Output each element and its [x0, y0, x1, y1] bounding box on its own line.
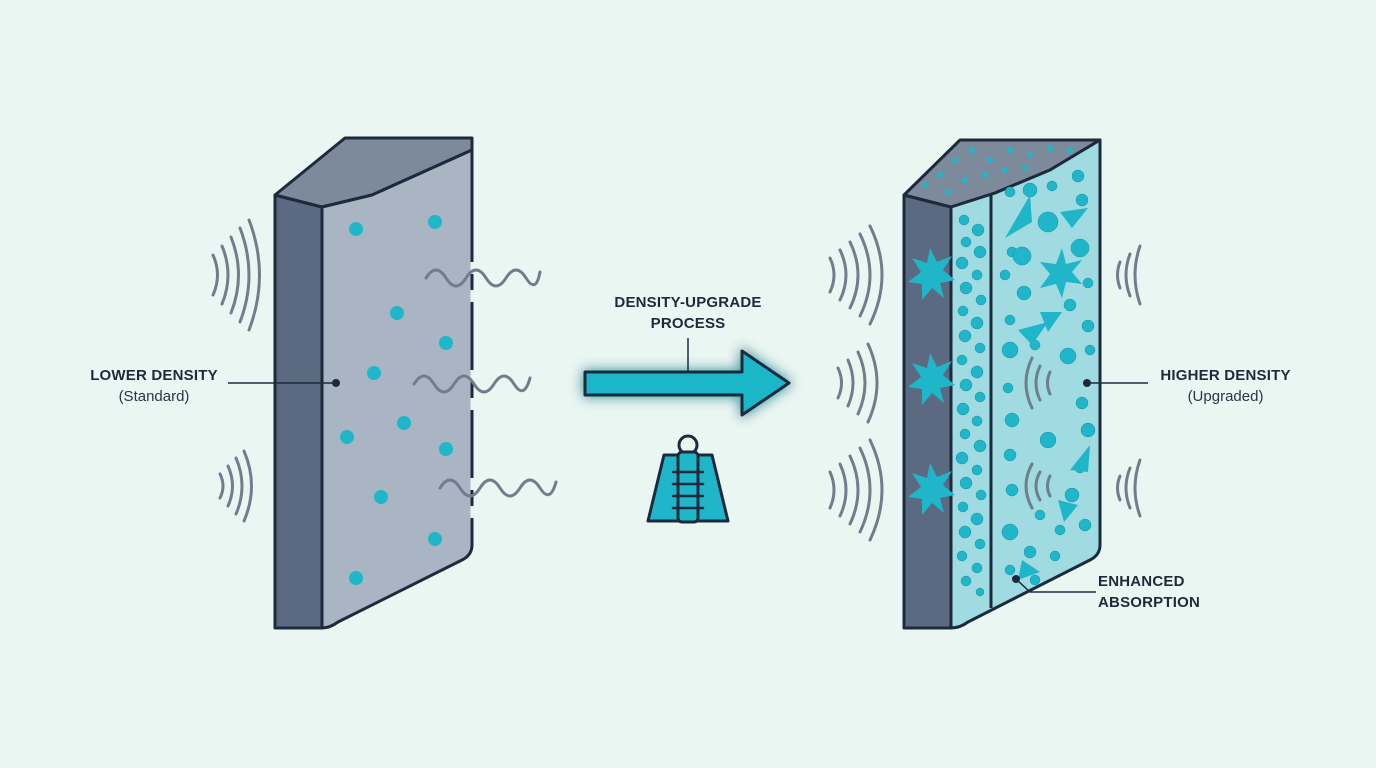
transmitted-waves [412, 268, 558, 498]
upgraded-panel [902, 138, 1102, 630]
sound-wave-icon [828, 224, 884, 542]
higher-density-label: HIGHER DENSITY (Upgraded) [1148, 365, 1303, 407]
absorption-line2: ABSORPTION [1098, 594, 1201, 611]
center-burst [1040, 248, 1082, 298]
lower-density-title: LOWER DENSITY [90, 367, 218, 384]
absorption-leader [1012, 575, 1096, 593]
shard-particles [1005, 195, 1090, 580]
lower-density-subtitle: (Standard) [118, 388, 190, 405]
right-arrow-icon [583, 349, 791, 417]
dense-particles [955, 169, 1096, 597]
process-line2: PROCESS [650, 315, 726, 332]
higher-density-leader [1083, 379, 1148, 387]
lower-density-leader [228, 379, 340, 387]
impact-bursts [908, 248, 955, 515]
sound-wave-icon [1116, 244, 1142, 518]
sound-wave-icon [211, 218, 261, 523]
process-line1: DENSITY-UPGRADE [614, 294, 762, 311]
weight-icon [646, 434, 730, 524]
absorption-label: ENHANCED ABSORPTION [1098, 571, 1218, 613]
process-label: DENSITY-UPGRADE PROCESS [600, 292, 776, 334]
absorbed-waves [1024, 356, 1052, 510]
higher-density-subtitle: (Upgraded) [1187, 388, 1264, 405]
absorption-line1: ENHANCED [1098, 573, 1185, 590]
top-particles [922, 145, 1073, 195]
sparse-particles [340, 215, 453, 585]
lower-density-label: LOWER DENSITY (Standard) [80, 365, 228, 407]
higher-density-title: HIGHER DENSITY [1160, 367, 1291, 384]
